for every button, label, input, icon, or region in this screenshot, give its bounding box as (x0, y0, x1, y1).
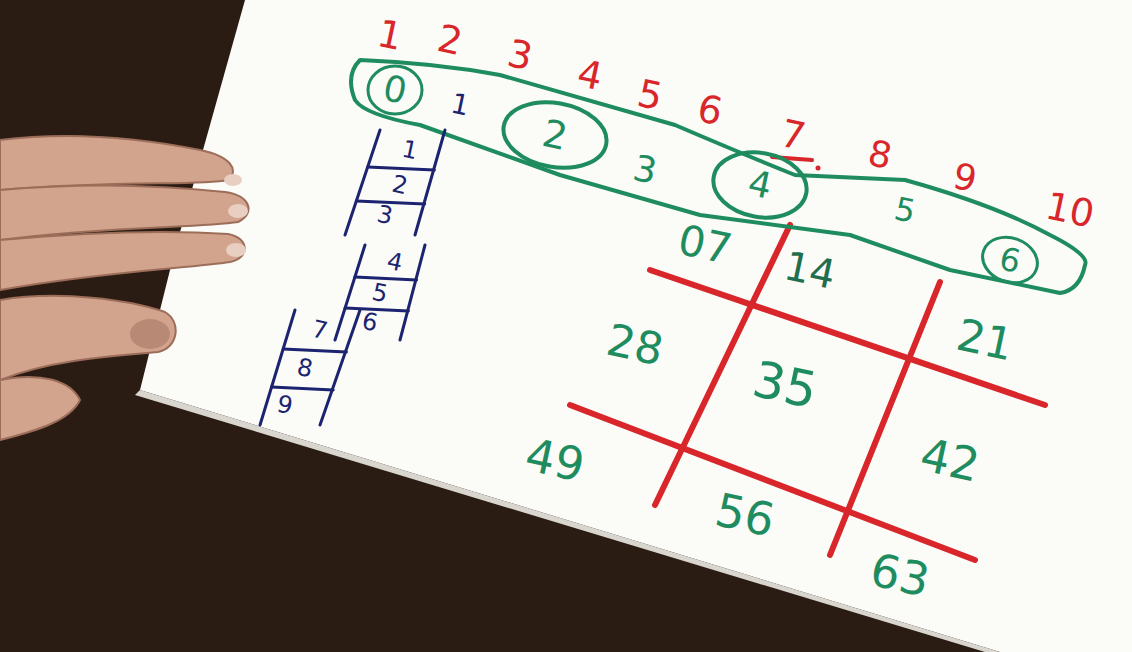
circled-number: 4 (710, 150, 810, 220)
handwritten-number: 8 (295, 355, 315, 382)
handwritten-number: 2 (390, 172, 410, 199)
grid-cell: 42 (917, 431, 984, 488)
grid-cell: 35 (749, 354, 822, 416)
grid-cell: 49 (522, 431, 589, 488)
ladder-rung (368, 167, 435, 170)
handwritten-number: 5 (892, 192, 919, 228)
grid-cell: 21 (953, 313, 1017, 368)
zero-ring (368, 66, 422, 114)
handwritten-number: 4 (745, 165, 775, 205)
handwritten-number: 2 (539, 114, 571, 156)
handwritten-number: 5 (370, 280, 390, 307)
grid-cell: 14 (781, 245, 839, 295)
circled-number: 2 (500, 100, 610, 170)
grid-cell: 07 (674, 219, 735, 271)
handwritten-number: 1 (448, 89, 471, 120)
ladder-rail (260, 310, 295, 425)
ladder-rung (355, 277, 417, 280)
digit-ladder: 1 2 3 (340, 125, 455, 240)
ring-outline (498, 94, 612, 175)
band-outline (351, 60, 1086, 293)
digit-ladder: 7 89 (255, 305, 370, 430)
handwritten-number: 4 (385, 249, 405, 276)
paper-edge (135, 390, 1000, 652)
handwritten-number: 9 (275, 392, 295, 419)
paper-sheet (140, 0, 1132, 652)
ladder-rail (345, 130, 380, 235)
handwritten-number: 3 (630, 150, 660, 190)
ring-outline (708, 145, 812, 224)
handwritten-number: 1 (400, 137, 420, 164)
dot-mark (816, 166, 821, 171)
handwritten-number: 3 (375, 202, 395, 229)
handwritten-number: 6 (997, 242, 1024, 278)
column-number: 10 (1042, 186, 1097, 233)
ladder-rung (283, 349, 346, 352)
ladder-rung (272, 387, 334, 390)
ladder-rail (400, 245, 425, 340)
handwritten-number: 6 (360, 309, 380, 336)
ladder-rail (415, 130, 445, 235)
digit-ladder: 4 56 (325, 240, 435, 345)
six-ring (976, 230, 1044, 290)
grid-cell: 63 (867, 546, 934, 603)
grid-cell: 56 (712, 486, 779, 543)
hand (0, 136, 249, 440)
grid-cell: 28 (603, 318, 667, 373)
handwritten-number: 7 (310, 317, 330, 344)
handwritten-number: 0 (380, 70, 410, 110)
